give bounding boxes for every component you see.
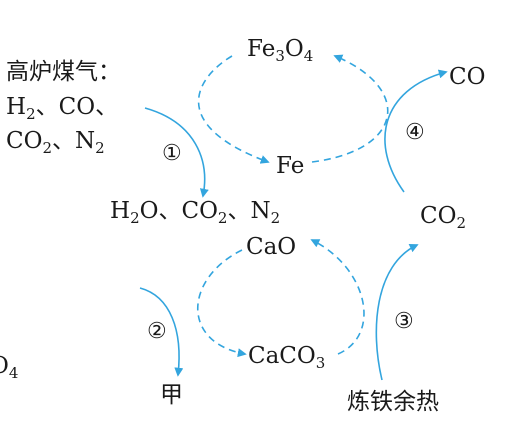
edge-formula-fragment: O4	[0, 355, 19, 382]
furnace-gas-title: 高炉煤气：	[6, 59, 121, 85]
arrow-co2-to-co	[384, 69, 448, 193]
arrow-heat-to-co2	[375, 244, 419, 381]
waste-heat-label: 炼铁余热	[347, 389, 439, 415]
caco3-label: CaCO3	[248, 343, 326, 372]
furnace-gas-line1: H2、CO、	[6, 94, 119, 123]
step-marker-1: ①	[162, 141, 182, 166]
step-marker-4: ④	[405, 120, 425, 145]
arrow-gas-to-products	[144, 107, 209, 198]
arrow-caco3-to-cao	[310, 239, 365, 355]
cao-label: CaO	[246, 234, 297, 260]
co2-label: CO2	[420, 203, 467, 232]
fe-label: Fe	[276, 153, 305, 179]
co-product-label: CO	[449, 64, 486, 90]
step-marker-3: ③	[394, 309, 414, 334]
arrow-fe-to-fe3o4	[311, 54, 389, 163]
arrow-cao-to-caco3	[196, 249, 247, 358]
furnace-gas-line2: CO2、N2	[6, 128, 105, 157]
jia-label: 甲	[160, 382, 183, 408]
fe3o4-label: Fe3O4	[247, 36, 314, 65]
arrow-fe3o4-to-fe	[197, 55, 270, 164]
step-marker-2: ②	[147, 319, 167, 344]
arrow-to-jia	[139, 287, 184, 377]
products-label: H2O、CO2、N2	[110, 198, 281, 227]
